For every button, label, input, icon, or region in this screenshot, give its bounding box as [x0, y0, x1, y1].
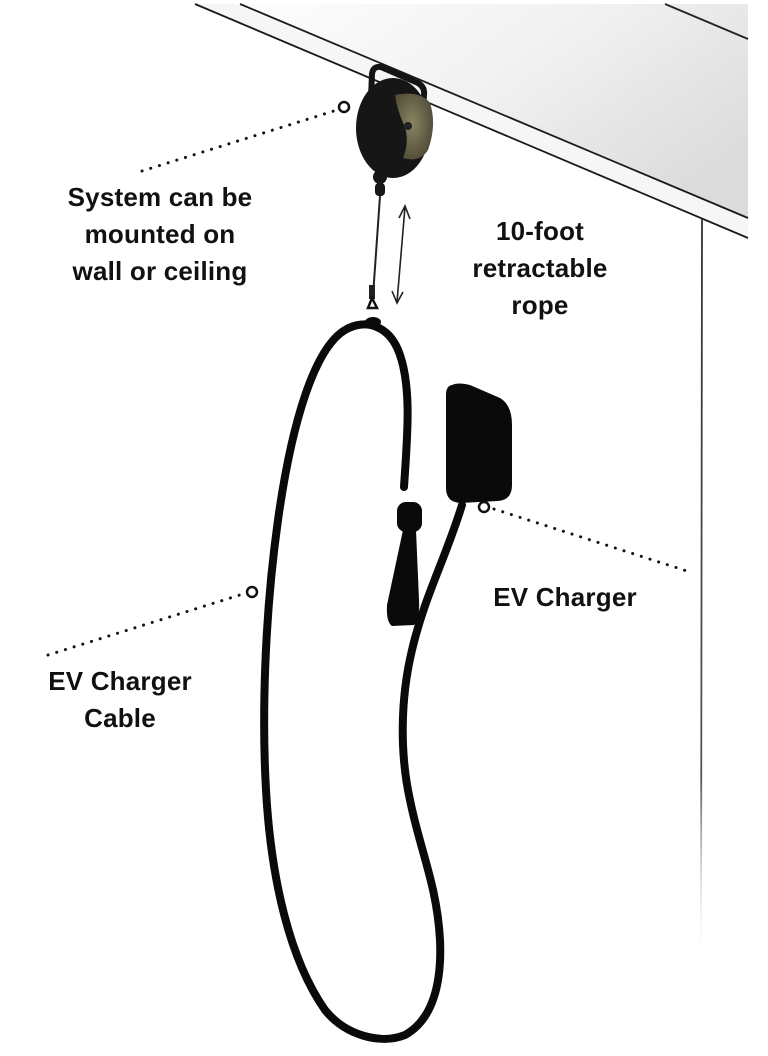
ceiling-edge-line-lower [194, 3, 749, 239]
reel-face [395, 93, 434, 160]
callout-line: wall or ceiling [72, 256, 248, 286]
circle-marker-icon [245, 585, 259, 599]
charger-plug-icon [386, 502, 422, 626]
ceiling-back-line [664, 3, 749, 40]
retractable-rope [372, 195, 381, 297]
callout-label-rope: 10-foot retractable rope [440, 213, 640, 324]
callout-leader-mount [140, 100, 351, 173]
ev-charger-icon [446, 383, 512, 503]
callout-label-charger: EV Charger [470, 579, 660, 616]
reel-hub [404, 122, 412, 130]
callout-line: retractable [472, 253, 608, 283]
circle-marker-icon [477, 500, 491, 514]
callout-line: EV Charger [48, 666, 192, 696]
ceiling-plane [195, 4, 748, 238]
wall-corner-line-left [700, 218, 703, 966]
callout-line: Cable [84, 703, 156, 733]
ev-charger-cable [260, 320, 466, 1043]
reel-bottom-knob [373, 170, 387, 184]
rope-crimp [369, 285, 375, 299]
callout-label-mount: System can be mounted on wall or ceiling [40, 179, 280, 290]
double-headed-arrow-icon [391, 204, 411, 305]
plug-collar [397, 502, 422, 532]
reel-outlet [375, 183, 385, 196]
cable-top-fitting [365, 317, 381, 327]
reel-handle [368, 63, 428, 111]
ceiling-edge-line-upper [239, 3, 749, 219]
callout-line: 10-foot [495, 216, 585, 246]
cable-reel-icon [356, 63, 434, 196]
callout-line: rope [511, 290, 569, 320]
circle-marker-icon [337, 100, 351, 114]
callout-line: EV Charger [493, 582, 637, 612]
callout-line: mounted on [84, 219, 236, 249]
callout-leader-charger [477, 500, 692, 574]
callout-line: System can be [67, 182, 253, 212]
callout-leader-cable [46, 585, 259, 657]
rope-hook [366, 294, 380, 310]
plug-body [386, 530, 420, 626]
callout-label-cable: EV Charger Cable [20, 663, 220, 737]
room-outline [194, 3, 749, 985]
